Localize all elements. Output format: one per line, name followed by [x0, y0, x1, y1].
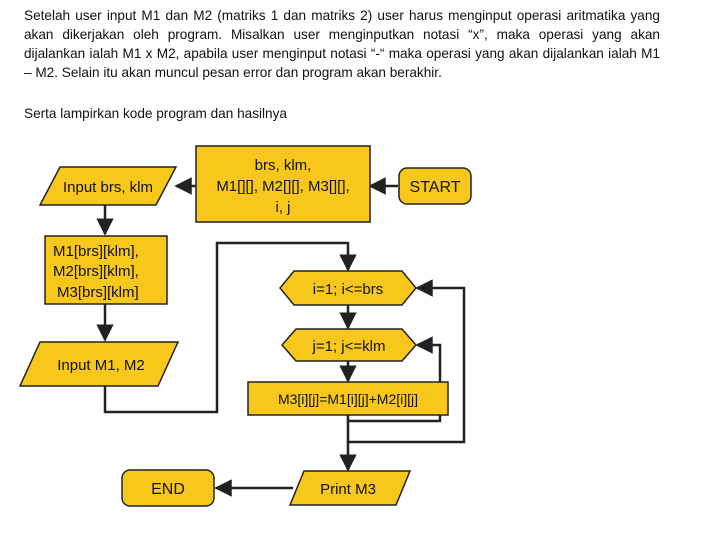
attachment-note: Serta lampirkan kode program dan hasilny…: [24, 106, 287, 121]
loop-j-label: j=1; j<=klm: [312, 338, 386, 355]
input-matrices-label: Input M1, M2: [57, 357, 145, 374]
print-parallelogram: [288, 470, 412, 506]
loop-j-hexagon: [281, 328, 417, 362]
arrow-compute-back-to-loop-j: [346, 336, 442, 423]
start-terminator: [398, 167, 472, 205]
compute-process: [247, 381, 449, 416]
declare-line-3: i, j: [276, 199, 291, 216]
end-label: END: [151, 481, 185, 498]
alloc-process: [44, 235, 168, 305]
compute-label: M3[i][j]=M1[i][j]+M2[i][j]: [278, 391, 418, 407]
loop-i-label: i=1; i<=brs: [313, 281, 383, 298]
arrow-loop-j-back-to-loop-i: [346, 279, 466, 444]
alloc-line-3: M3[brs][klm]: [57, 284, 139, 301]
declare-process: [195, 145, 371, 223]
alloc-line-2: M2[brs][klm],: [53, 263, 139, 280]
alloc-line-1: M1[brs][klm],: [53, 243, 139, 260]
instruction-paragraph: Setelah user input M1 dan M2 (matriks 1 …: [24, 8, 660, 80]
declare-line-1: brs, klm,: [255, 157, 312, 174]
connectors: [96, 177, 466, 497]
start-label: START: [410, 179, 461, 196]
input-size-parallelogram: [38, 166, 178, 206]
input-matrices-parallelogram: [18, 341, 180, 387]
end-terminator: [121, 469, 215, 507]
declare-line-2: M1[][], M2[][], M3[][],: [216, 178, 349, 195]
loop-i-hexagon: [279, 270, 417, 306]
print-label: Print M3: [320, 481, 376, 498]
input-size-label: Input brs, klm: [63, 179, 153, 196]
arrow-input-matrices-to-loop-i: [103, 241, 357, 414]
